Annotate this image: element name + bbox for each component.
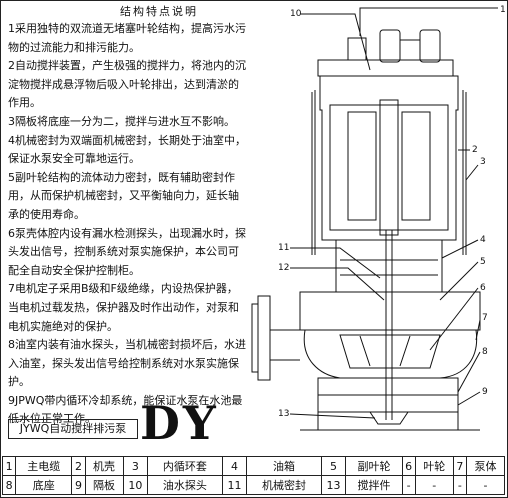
table-cell: 叶轮 [414,456,454,476]
leader-3 [465,164,479,181]
note-item: 7电机定子采用B级和F级绝缘，内设热保护器，当电机过载发热，保护器及时作出动作，… [8,282,239,333]
note-item: 9JPWQ带内循环冷却系统，能保证水泵在水池最低水位正常工作。 [8,393,243,426]
winding-right [401,111,431,221]
table-row: 1 主电缆 2 机壳 3 内循环套 4 油箱 5 副叶轮 6 叶轮 7 泵体 [1,456,506,476]
table-cell: 内循环套 [147,456,223,476]
callout-11: 11 [278,243,289,253]
winding-left [347,111,377,221]
note-item: 8油室内装有油水探头，当机械密封损坏后，水进入油室，探头发出信号给控制系统对水泵… [8,338,246,389]
table-cell: 1 [1,456,17,476]
leader-12 [290,267,385,301]
callout-12: 12 [278,263,289,273]
rotor [379,99,399,236]
leader-10 [300,13,371,71]
table-cell: 9 [71,475,86,495]
table-cell: 机械密封 [246,475,322,495]
table-cell: - [414,475,454,495]
pump-cross-section: 1 2 3 4 5 6 7 8 9 10 11 12 13 [251,5,506,431]
table-cell: - [465,475,506,495]
table-cell: 机壳 [84,456,124,476]
lifting-handle [379,29,401,63]
table-cell: - [401,475,416,495]
leader-6 [429,287,479,351]
leader-7 [475,319,481,341]
note-item: 3隔板将底座一分为二，搅拌与进水互不影响。 [8,114,235,128]
motor-housing [319,75,459,241]
impeller [339,334,441,369]
table-cell: 油箱 [246,456,322,476]
oil-chamber [335,239,443,293]
table-cell: 泵体 [465,456,506,476]
leader-1 [359,7,498,36]
callout-7: 7 [482,313,488,323]
table-cell: 5 [320,456,347,476]
table-cell: 油水探头 [147,475,223,495]
table-cell: 7 [452,456,467,476]
notes-title: 结构特点说明 [120,5,198,18]
note-item: 5副叶轮结构的流体动力密封，既有辅助密封作用，从而保护机械密封，又平衡轴向力，延… [8,170,239,221]
callout-2: 2 [472,145,478,155]
leader-8 [457,351,481,393]
leader-9 [457,391,481,406]
note-item: 6泵壳体腔内设有漏水检测探头，出现漏水时，探头发出信号，控制系统对泵实施保护，本… [8,226,246,277]
features-notes: 1采用独特的双流道无堵塞叶轮结构，提高污水污物的过流能力和排污能力。 2自动搅拌… [8,20,248,429]
table-cell: 13 [320,475,347,495]
callout-13: 13 [278,409,289,419]
note-item: 1采用独特的双流道无堵塞叶轮结构，提高污水污物的过流能力和排污能力。 [8,22,246,54]
product-label: JYWQ自动搅拌排污泵 [8,419,138,439]
callout-10: 10 [290,9,302,19]
table-cell: 2 [71,456,86,476]
leader-4 [441,239,479,259]
cable-gland [347,37,367,61]
leader-5 [439,261,479,301]
table-cell: 搅拌件 [345,475,403,495]
table-cell: 11 [221,475,248,495]
brand-mark: DY [140,396,219,450]
shaft [385,230,393,420]
lifting-handle [419,29,441,63]
table-row: 8 底座 9 隔板 10 油水探头 11 机械密封 13 搅拌件 - - - - [1,475,506,495]
callout-1: 1 [500,5,506,15]
table-cell: 8 [1,475,17,495]
table-cell: 隔板 [84,475,124,495]
table-cell: 10 [122,475,149,495]
leader-11 [290,247,381,279]
note-item: 2自动搅拌装置，产生极强的搅拌力，将池内的沉淀物搅拌成悬浮物后吸入叶轮排出，达到… [8,59,246,110]
table-cell: - [452,475,467,495]
callout-6: 6 [480,283,486,293]
table-cell: 3 [122,456,149,476]
table-cell: 6 [401,456,416,476]
leader-13 [289,413,376,419]
discharge-flange [257,295,271,381]
callout-9: 9 [482,387,488,397]
stirring-piece [369,411,409,425]
table-cell: 副叶轮 [345,456,403,476]
callout-8: 8 [482,347,488,357]
callout-4: 4 [480,235,486,245]
pump-body [299,291,481,331]
callout-5: 5 [480,257,486,267]
callout-3: 3 [480,157,486,167]
stator [329,104,449,231]
table-cell: 底座 [15,475,73,495]
parts-table: 1 主电缆 2 机壳 3 内循环套 4 油箱 5 副叶轮 6 叶轮 7 泵体 8… [1,456,506,495]
volute [303,329,478,379]
table-cell: 4 [221,456,248,476]
note-item: 4机械密封为双端面机械密封，长期处于油室中，保证水泵安全可靠地运行。 [8,133,246,166]
table-cell: 主电缆 [15,456,73,476]
